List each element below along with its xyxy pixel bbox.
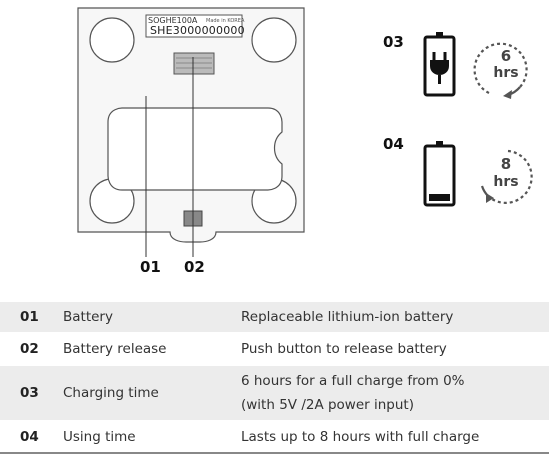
device-diagram-svg xyxy=(77,7,533,257)
callout-04: 04 xyxy=(383,135,404,153)
row-number: 01 xyxy=(0,302,63,333)
row-description-line2: (with 5V /2A power input) xyxy=(241,397,414,413)
row-description: Push button to release battery xyxy=(241,341,447,357)
row-name: Using time xyxy=(63,421,241,454)
charging-hours-unit: hrs xyxy=(493,65,519,81)
row-description-line1: 6 hours for a full charge from 0% xyxy=(241,373,465,389)
device-serial: SHE3000000000 xyxy=(150,24,245,37)
row-description: 6 hours for a full charge from 0% (with … xyxy=(241,365,549,421)
table-row: 02 Battery release Push button to releas… xyxy=(0,333,549,365)
table-row: 01 Battery Replaceable lithium-ion batte… xyxy=(0,302,549,333)
table-row: 04 Using time Lasts up to 8 hours with f… xyxy=(0,421,549,454)
row-name: Battery release xyxy=(63,341,167,357)
using-hours-unit: hrs xyxy=(493,174,519,190)
device-label-sticker xyxy=(145,14,243,38)
clock-arrow-icon-using xyxy=(480,149,533,204)
charging-hours: 6 xyxy=(500,47,512,65)
row-number: 02 xyxy=(20,341,39,357)
row-name: Battery xyxy=(63,302,241,333)
battery-plug-icon xyxy=(423,32,456,97)
foot-top-right xyxy=(251,17,297,63)
row-description: Replaceable lithium-ion battery xyxy=(241,302,549,333)
row-number: 03 xyxy=(0,365,63,421)
battery-low-icon xyxy=(423,141,456,207)
clock-arrow-icon-charging xyxy=(473,42,528,99)
row-number: 04 xyxy=(0,421,63,454)
device-model-label: SOGHE100A xyxy=(148,16,198,25)
table-row: 03 Charging time 6 hours for a full char… xyxy=(0,365,549,421)
battery-compartment xyxy=(107,107,283,191)
using-hours: 8 xyxy=(500,155,512,173)
device-diagram: SOGHE100A Made in KOREA SHE3000000000 01… xyxy=(77,7,533,276)
foot-top-left xyxy=(89,17,135,63)
callout-03: 03 xyxy=(383,33,404,51)
row-name: Charging time xyxy=(63,365,241,421)
spec-table: 01 Battery Replaceable lithium-ion batte… xyxy=(0,302,549,454)
callout-02: 02 xyxy=(184,258,205,276)
device-made-in: Made in KOREA xyxy=(206,18,245,24)
row-description: Lasts up to 8 hours with full charge xyxy=(241,421,549,454)
callout-01: 01 xyxy=(140,258,161,276)
